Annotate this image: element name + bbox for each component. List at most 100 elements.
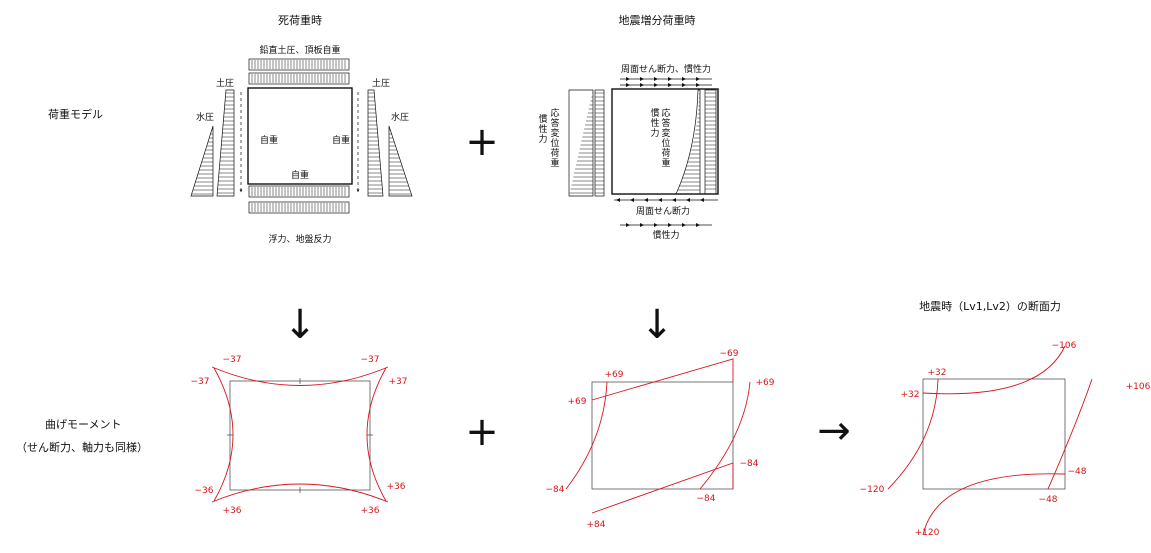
combined-top-right-top: −106 — [1052, 341, 1077, 351]
vertical-char: 重 — [550, 157, 559, 169]
arrowhead — [616, 198, 620, 202]
top-shear-label: 周面せん断力、慣性力 — [621, 63, 711, 75]
vertical-char: 変 — [550, 127, 559, 139]
vertical-char: 慣 — [538, 113, 547, 125]
seismic-increment-title: 地震増分荷重時 — [619, 13, 696, 27]
row-label-bending-note: （せん断力、軸力も同様） — [16, 440, 148, 454]
arrowhead — [686, 198, 690, 202]
right-inertia-block — [704, 89, 717, 195]
left-water-pressure-label: 水圧 — [196, 111, 214, 123]
top-shear-arrowheads — [626, 77, 700, 87]
right-water-pressure-shape — [388, 125, 413, 197]
vertical-char: 応 — [550, 107, 559, 119]
combined-bottom-left-bottom: +120 — [915, 528, 940, 538]
top-load-block — [248, 58, 350, 71]
moment-curve-right — [366, 367, 387, 502]
row-label-bending-moment: 曲げモーメント — [45, 418, 122, 431]
seismic-top-left-top: +69 — [605, 370, 624, 380]
vertical-char: 性 — [650, 117, 659, 129]
right-earth-pressure-label: 土圧 — [372, 77, 390, 89]
arrowhead — [672, 198, 676, 202]
bottom-shear-label: 周面せん断力 — [636, 205, 690, 217]
vertical-char: 変 — [661, 127, 670, 139]
plus-operator-bottom: + — [465, 409, 499, 455]
combined-bottom-right-bottom: −48 — [1039, 495, 1058, 505]
dead-bottom-right-bottom: +36 — [361, 506, 380, 516]
arrowhead — [654, 77, 658, 81]
inner-inertia-label: 慣性力 — [650, 107, 659, 139]
bottom-inertia-arrowheads — [626, 223, 700, 227]
arrowhead — [640, 223, 644, 227]
arrowhead — [668, 83, 672, 87]
vertical-char: 力 — [538, 133, 547, 145]
combined-top-left-top: +32 — [928, 368, 947, 378]
moment-diagram-dead-load: −37 −37 −37 +37 −36 +36 +36 +36 — [191, 355, 408, 516]
combined-bottom-right-side: −48 — [1068, 467, 1087, 477]
arrowhead — [682, 77, 686, 81]
arrowhead — [626, 223, 630, 227]
arrowhead — [654, 223, 658, 227]
bottom-shear-arrowheads — [616, 198, 704, 202]
arrowhead — [626, 83, 630, 87]
right-earth-pressure-shape — [367, 89, 384, 197]
left-displacement-hatch — [569, 92, 593, 194]
dead-bottom-left-side: −36 — [195, 486, 214, 496]
right-earth-hatch — [368, 92, 383, 194]
down-arrow-right: ↓ — [640, 302, 674, 348]
row-label-load-model: 荷重モデル — [48, 107, 103, 121]
bottom-load-block — [248, 201, 350, 214]
moment-diagram-seismic: +69 +69 −69 +69 −84 +84 −84 −84 — [546, 349, 775, 530]
seismic-box-frame — [611, 88, 719, 195]
seismic-top-right-top: −69 — [720, 349, 739, 359]
inner-displacement-hatch — [677, 93, 700, 191]
right-inertia-hatch — [705, 92, 716, 190]
arrowhead — [696, 83, 700, 87]
moment-frame-seismic — [591, 381, 734, 490]
dead-bottom-left-bottom: +36 — [223, 506, 242, 516]
arrowhead — [658, 198, 662, 202]
seismic-bottom-left-side: −84 — [546, 485, 565, 495]
combined-top-right-side: +106 — [1126, 382, 1151, 392]
dead-top-right-top: −37 — [361, 355, 380, 365]
left-inertia-hatch — [595, 92, 604, 194]
moment-curve-top-combined — [922, 345, 1066, 395]
arrowhead — [626, 77, 630, 81]
arrowhead — [640, 77, 644, 81]
arrowhead — [682, 83, 686, 87]
arrowhead — [696, 77, 700, 81]
moment-curve-bottom — [211, 483, 389, 503]
moment-curve-left-combined — [887, 378, 939, 490]
bottom-self-weight-label: 自重 — [291, 169, 309, 181]
moment-curve-right-combined — [1047, 378, 1093, 490]
right-water-pressure-label: 水圧 — [391, 111, 409, 123]
moment-diagram-combined: +32 +32 −106 +106 −120 +120 −48 −48 — [860, 341, 1151, 538]
left-earth-hatch — [217, 92, 234, 194]
moment-curve-top — [211, 366, 389, 386]
dead-top-right-side: +37 — [389, 377, 408, 387]
left-water-hatch — [191, 129, 213, 195]
bottom-load-hatch — [251, 203, 346, 212]
left-earth-pressure-shape — [216, 89, 235, 197]
dead-top-left-top: −37 — [223, 355, 242, 365]
box-frame — [247, 87, 353, 185]
arrowhead — [644, 198, 648, 202]
dead-bottom-right-side: +36 — [387, 482, 406, 492]
seismic-top-left-side: +69 — [568, 397, 587, 407]
moment-frame-dead — [229, 380, 371, 491]
seismic-bottom-right-bottom: −84 — [697, 494, 716, 504]
combined-title: 地震時（Lv1,Lv2）の断面力 — [919, 299, 1061, 313]
top-slab-hatch — [251, 74, 346, 83]
dead-load-title: 死荷重時 — [278, 13, 322, 27]
down-arrow-left: ↓ — [283, 302, 317, 348]
bottom-slab-block — [248, 185, 350, 198]
bottom-load-label: 浮力、地盤反力 — [268, 233, 331, 245]
vertical-char: 位 — [550, 137, 559, 149]
left-inertia-label: 慣性力 — [538, 113, 547, 145]
vertical-char: 応 — [661, 107, 670, 119]
vertical-char: 答 — [661, 117, 670, 129]
arrowhead — [668, 223, 672, 227]
arrowhead — [654, 83, 658, 87]
